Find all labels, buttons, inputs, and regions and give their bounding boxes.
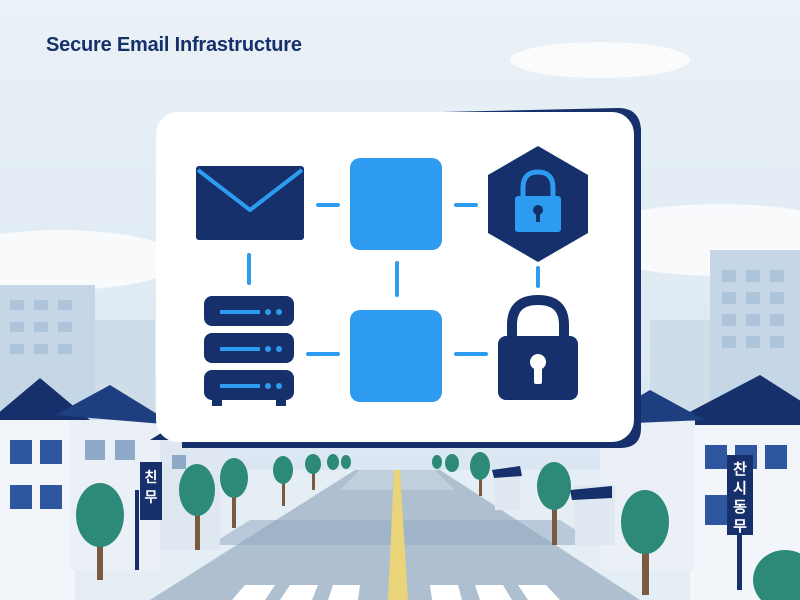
sign-left-char-1: 친 — [145, 470, 158, 486]
trees — [76, 452, 800, 600]
street-sign-right — [727, 455, 753, 590]
road-center-line — [388, 470, 408, 600]
road-shadow — [210, 520, 600, 545]
rounded-square-icon — [350, 158, 442, 250]
sign-right-char-1: 찬 — [733, 460, 747, 478]
padlock-icon — [498, 294, 578, 400]
sign-right-char-3: 동 — [733, 498, 747, 516]
rounded-square-icon — [350, 310, 442, 402]
connectors — [247, 203, 540, 356]
sign-left-char-2: 무 — [145, 490, 158, 506]
street-sign-left — [135, 462, 162, 570]
envelope-icon — [196, 166, 304, 240]
server-stack-icon — [204, 296, 294, 406]
crosswalk — [232, 585, 560, 600]
page-title: Secure Email Infrastructure — [46, 34, 302, 56]
sign-right-char-4: 무 — [733, 517, 747, 535]
sign-right-char-2: 시 — [733, 479, 747, 497]
hexagon-lock-icon — [488, 146, 588, 262]
